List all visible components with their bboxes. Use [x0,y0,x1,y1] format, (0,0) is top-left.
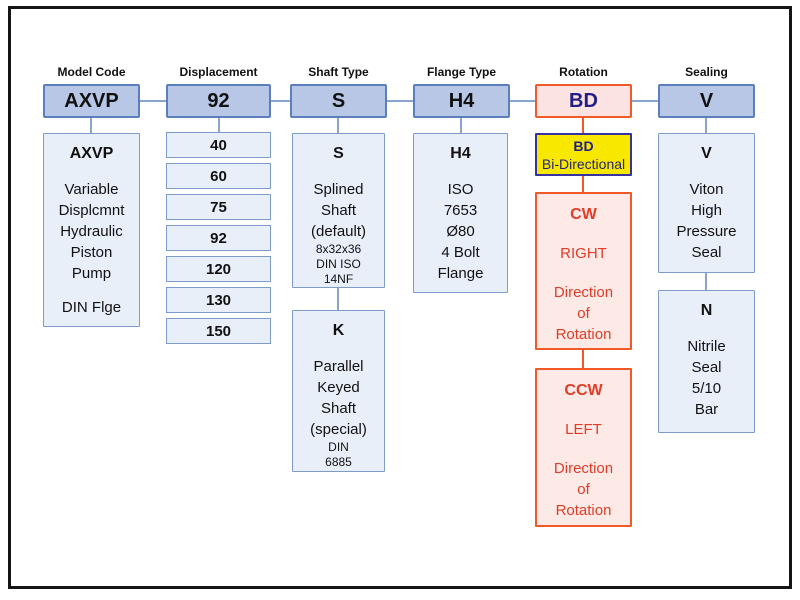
text-line: Piston [70,244,113,261]
flange-detail-box: H4 ISO 7653 Ø80 4 Bolt Flange [413,133,508,293]
connector-sealing-v-to-n [705,272,707,291]
detail-title: V [701,145,712,162]
detail-spec: 8x32x36 DIN ISO 14NF [316,242,361,287]
connector-sealing [705,117,707,134]
detail-title: N [700,302,713,319]
text-line: Hydraulic [60,223,123,240]
rotation-bidirectional-box: BD Bi-Directional [535,133,632,176]
text-line: Viton [689,181,724,198]
text-line: Seal [691,244,722,261]
text-line: 8x32x36 [315,242,362,256]
model-code-detail-box: AXVP Variable Displcmnt Hydraulic Piston… [43,133,140,327]
text-line: of [577,305,590,322]
displacement-option: 92 [166,225,271,251]
text-line: Variable [64,181,119,198]
displacement-option: 130 [166,287,271,313]
detail-spec: DIN 6885 [325,440,352,470]
text-line: Direction [553,460,614,477]
detail-description: Direction of Rotation [554,282,613,345]
text-line: DIN [328,440,349,454]
column-label-rotation: Rotation [559,65,608,79]
detail-description: Direction of Rotation [554,458,613,521]
text-line: Pump [71,265,112,282]
detail-title: H4 [450,145,471,162]
text-line: of [577,481,590,498]
text-line: Bar [694,401,719,418]
text-line: DIN Flge [61,299,122,316]
displacement-option: 60 [166,163,271,189]
detail-description: Variable Displcmnt Hydraulic Piston Pump [59,179,125,284]
direction-label: RIGHT [560,245,607,262]
text-line: Ø80 [446,223,475,240]
detail-description: ISO 7653 Ø80 4 Bolt Flange [438,179,484,284]
connector-rotation-1 [582,117,584,133]
detail-title: S [333,145,344,162]
detail-description: Splined Shaft (default) [311,179,366,242]
shaft-keyed-box: K Parallel Keyed Shaft (special) DIN 688… [292,310,385,472]
text-line: Rotation [555,502,612,519]
text-line: Direction [553,284,614,301]
connector-model-code [90,117,92,134]
text-line: 6885 [325,455,352,469]
text-line: ISO [447,181,474,198]
detail-title: CW [570,206,597,223]
rotation-cw-box: CW RIGHT Direction of Rotation [535,192,632,350]
text-line: Splined [313,181,364,198]
text-line: Nitrile [687,338,726,355]
text-line: Shaft [320,202,357,219]
displacement-option: 150 [166,318,271,344]
column-label-shaft-type: Shaft Type [308,65,369,79]
text-line: Parallel [313,358,364,375]
text-line: (default) [310,223,367,240]
detail-description: Viton High Pressure Seal [676,179,736,263]
shaft-splined-box: S Splined Shaft (default) 8x32x36 DIN IS… [292,133,385,288]
direction-label: LEFT [565,421,602,438]
displacement-option: 75 [166,194,271,220]
text-line: Flange [437,265,484,282]
connector-shaft-s-to-k [337,286,339,311]
header-box-flange-type: H4 [413,84,510,118]
column-label-flange-type: Flange Type [426,65,497,79]
header-box-sealing: V [658,84,755,118]
detail-description: Nitrile Seal 5/10 Bar [687,336,725,420]
text-line: High [691,202,722,219]
detail-title: AXVP [69,145,114,162]
text-line: Keyed [317,379,360,396]
header-box-displacement: 92 [166,84,271,118]
header-box-shaft-type: S [290,84,387,118]
connector-displacement [218,117,220,133]
text-line: Displcmnt [58,202,125,219]
header-box-rotation: BD [535,84,632,118]
header-box-model-code: AXVP [43,84,140,118]
connector-horizontal [91,100,708,102]
text-line: Shaft [320,400,357,417]
connector-rotation-3 [582,349,584,369]
detail-title: K [332,322,345,339]
rotation-ccw-box: CCW LEFT Direction of Rotation [535,368,632,527]
connector-rotation-2 [582,176,584,193]
column-label-model-code: Model Code [57,65,126,79]
sealing-viton-box: V Viton High Pressure Seal [658,133,755,273]
text-line: DIN ISO [316,257,361,271]
text-line: 4 Bolt [441,244,480,261]
text-line: Bi-Directional [541,155,626,172]
displacement-option: 40 [166,132,271,158]
text-line: 7653 [443,202,478,219]
connector-shaft [337,117,339,134]
column-label-sealing: Sealing [685,65,728,79]
text-line: (special) [310,421,367,438]
connector-flange [460,117,462,134]
text-line: 5/10 [691,380,722,397]
detail-title: CCW [564,382,603,399]
sealing-nitrile-box: N Nitrile Seal 5/10 Bar [658,290,755,433]
text-line: Seal [691,359,722,376]
text-line: Rotation [555,326,612,343]
detail-description: Parallel Keyed Shaft (special) [310,356,367,440]
displacement-option: 120 [166,256,271,282]
detail-title: BD [573,137,594,154]
column-label-displacement: Displacement [179,65,258,79]
text-line: Pressure [676,223,737,240]
text-line: 14NF [323,272,354,286]
